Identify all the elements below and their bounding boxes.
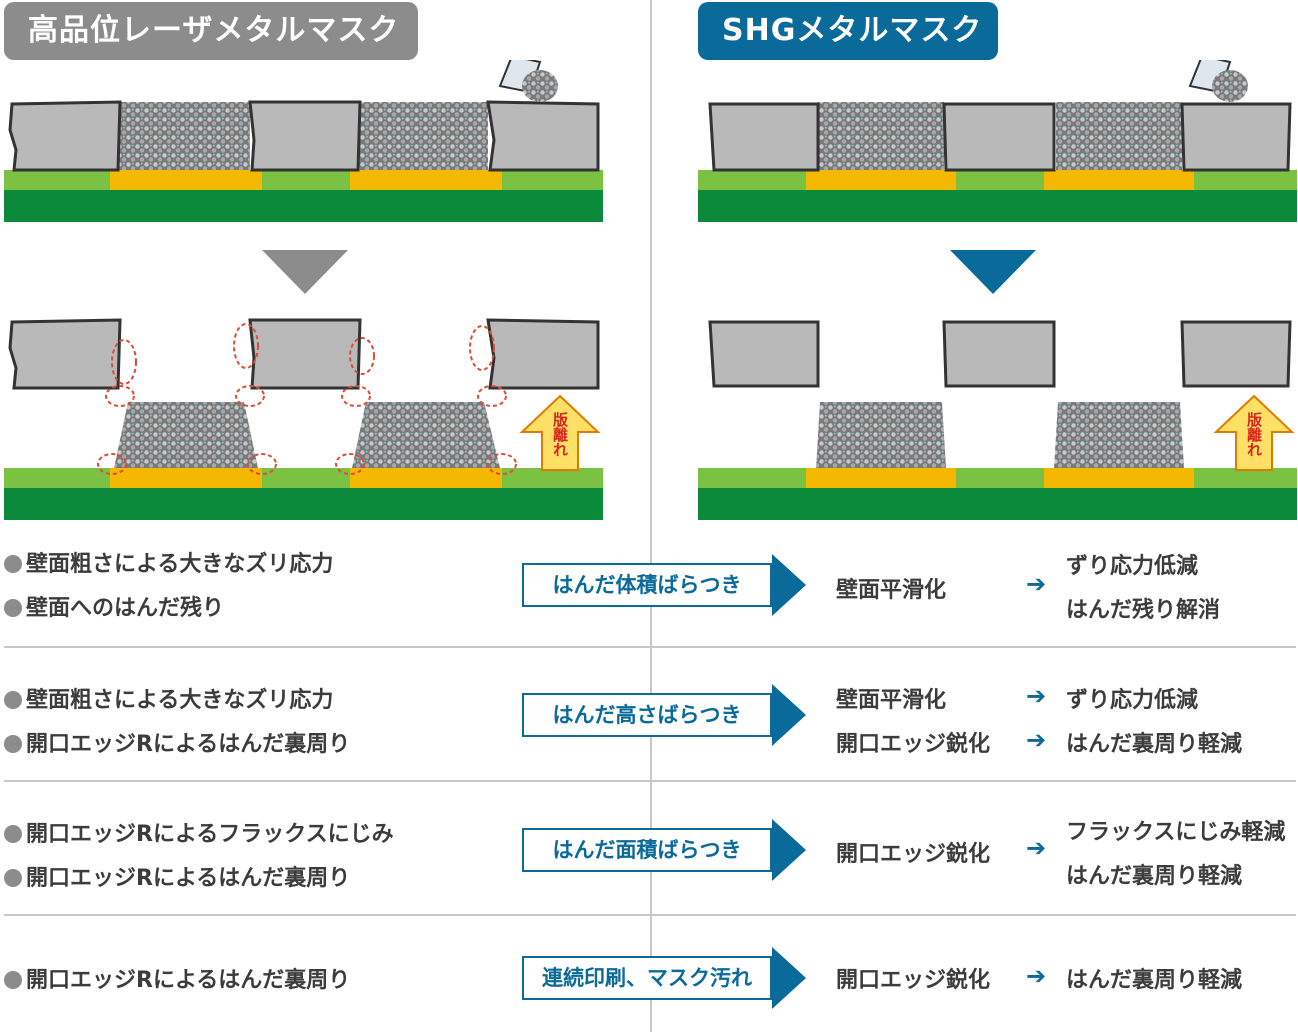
row-divider xyxy=(4,914,1296,916)
board-base xyxy=(4,488,603,520)
result-item: フラックスにじみ軽減 xyxy=(1066,820,1286,845)
bullet-icon xyxy=(4,599,22,617)
bullet-icon xyxy=(4,555,22,573)
result-item: ずり応力低減 xyxy=(1066,554,1199,579)
solution-item: 開口エッジ鋭化 xyxy=(836,732,991,757)
solution-item: 開口エッジ鋭化 xyxy=(836,968,991,993)
mask-block xyxy=(708,102,820,172)
factor-box: はんだ高さばらつき xyxy=(522,693,772,737)
mask-block xyxy=(1180,320,1292,388)
mask-block xyxy=(942,102,1056,172)
pad xyxy=(806,468,956,488)
solder-deposit xyxy=(114,402,258,468)
board-top xyxy=(698,170,1297,190)
mask-block xyxy=(248,318,362,390)
result-item: はんだ裏周り軽減 xyxy=(1066,864,1243,889)
pad xyxy=(1044,468,1194,488)
solder-paste xyxy=(358,102,488,170)
bullet-icon xyxy=(4,735,22,753)
result-item: はんだ裏周り軽減 xyxy=(1066,732,1243,757)
solder-paste xyxy=(1056,102,1182,170)
pad xyxy=(110,170,262,190)
issue-item: 壁面粗さによる大きなズリ応力 xyxy=(4,682,333,714)
mask-block xyxy=(486,100,600,172)
factor-arrow-icon xyxy=(772,684,806,746)
mask-block xyxy=(486,318,600,390)
release-label-left: 版離れ xyxy=(551,411,569,457)
factor-arrow-icon xyxy=(772,819,806,881)
board-top xyxy=(4,170,603,190)
squeegee-icon xyxy=(498,60,558,102)
result-item: はんだ裏周り軽減 xyxy=(1066,968,1243,993)
solder-paste xyxy=(818,102,944,170)
right-arrow-icon: ➔ xyxy=(1026,726,1047,754)
pad xyxy=(350,170,502,190)
issue-item: 開口エッジRによるフラックスにじみ xyxy=(4,816,394,848)
down-arrow-gray xyxy=(262,250,348,294)
mask-block xyxy=(942,320,1056,388)
right-arrow-icon: ➔ xyxy=(1026,682,1047,710)
result-item: ずり応力低減 xyxy=(1066,688,1199,713)
solution-item: 開口エッジ鋭化 xyxy=(836,842,991,867)
pad xyxy=(110,468,262,488)
mask-block xyxy=(708,320,820,388)
right-arrow-icon: ➔ xyxy=(1026,570,1047,598)
release-label-right: 版離れ xyxy=(1245,411,1263,457)
board-base xyxy=(698,488,1297,520)
bullet-icon xyxy=(4,869,22,887)
solder-paste xyxy=(118,102,250,170)
release-arrow xyxy=(1213,394,1295,471)
mask-block xyxy=(8,100,122,172)
solder-deposit xyxy=(1054,402,1184,468)
bullet-icon xyxy=(4,971,22,989)
solution-item: 壁面平滑化 xyxy=(836,578,947,603)
left-before-print xyxy=(4,60,603,222)
right-before-print xyxy=(698,60,1297,222)
row-divider xyxy=(4,780,1296,782)
right-arrow-icon: ➔ xyxy=(1026,962,1047,990)
left-after-release xyxy=(4,318,603,520)
release-arrow xyxy=(519,394,601,471)
pad xyxy=(806,170,956,190)
right-after-release xyxy=(698,320,1297,520)
factor-box: 連続印刷、マスク汚れ xyxy=(522,956,772,1000)
issue-item: 開口エッジRによるはんだ裏周り xyxy=(4,962,350,994)
bullet-icon xyxy=(4,825,22,843)
board-base xyxy=(698,190,1297,222)
left-title: 高品位レーザメタルマスク xyxy=(4,2,418,60)
squeegee-icon xyxy=(1188,60,1248,102)
board-base xyxy=(4,190,603,222)
pad xyxy=(350,468,502,488)
factor-box: はんだ体積ばらつき xyxy=(522,563,772,607)
issue-item: 壁面へのはんだ残り xyxy=(4,590,224,622)
issue-item: 開口エッジRによるはんだ裏周り xyxy=(4,726,350,758)
issue-item: 壁面粗さによる大きなズリ応力 xyxy=(4,546,333,578)
factor-box: はんだ面積ばらつき xyxy=(522,828,772,872)
board-top xyxy=(698,468,1297,488)
process-diagram: 版離れ 版離れ xyxy=(4,60,1297,520)
issue-item: 開口エッジRによるはんだ裏周り xyxy=(4,860,350,892)
right-arrow-icon: ➔ xyxy=(1026,834,1047,862)
factor-arrow-icon xyxy=(772,554,806,616)
down-arrow-blue xyxy=(950,250,1036,294)
row-divider xyxy=(4,646,1296,648)
solder-deposit xyxy=(816,402,946,468)
pad xyxy=(1044,170,1194,190)
solder-deposit xyxy=(352,402,500,468)
result-item: はんだ残り解消 xyxy=(1066,598,1221,623)
mask-block xyxy=(248,100,362,172)
right-title: SHGメタルマスク xyxy=(698,2,998,60)
center-divider xyxy=(650,0,652,1032)
residue-marker xyxy=(97,323,517,475)
solution-item: 壁面平滑化 xyxy=(836,688,947,713)
mask-block xyxy=(8,318,122,390)
factor-arrow-icon xyxy=(772,947,806,1009)
mask-block xyxy=(1180,102,1292,172)
bullet-icon xyxy=(4,691,22,709)
